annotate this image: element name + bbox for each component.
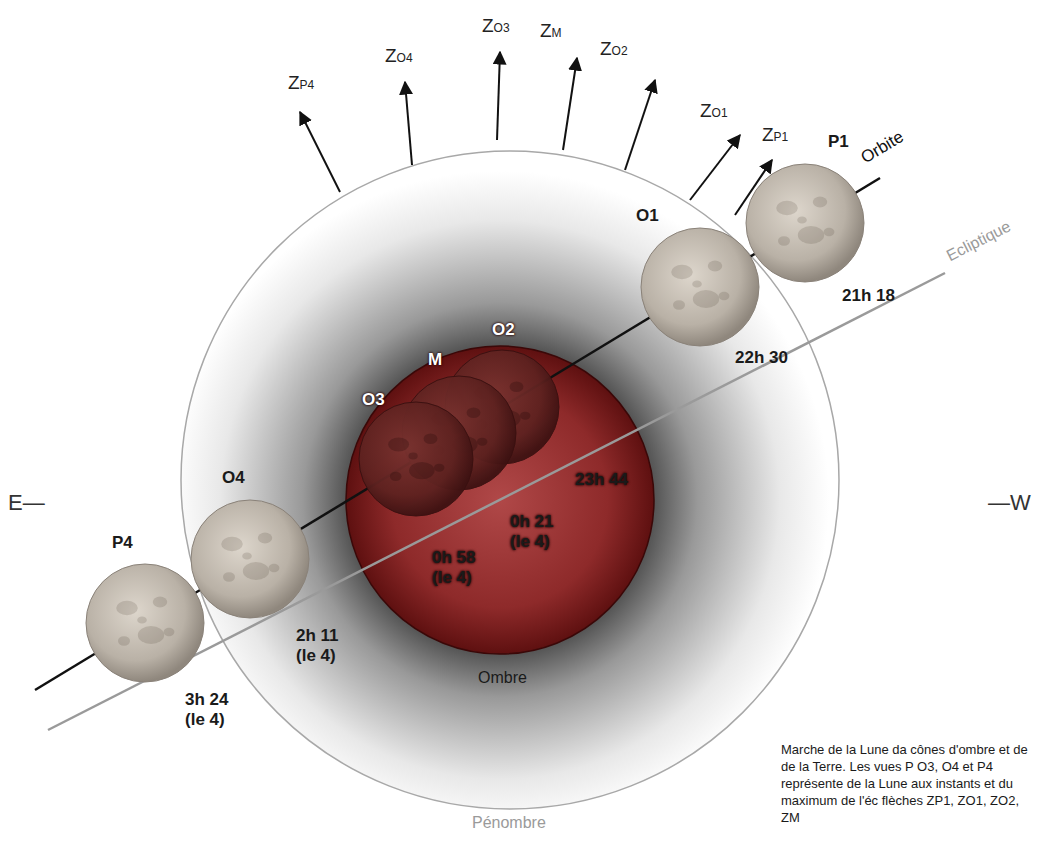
- moon-disc: O30h 58 (le 4): [358, 401, 474, 517]
- zenith-label: ZM: [540, 20, 562, 43]
- zenith-arrows: [300, 52, 772, 215]
- position-label: M: [428, 350, 442, 370]
- ecliptic-line: [48, 273, 945, 730]
- time-label: 22h 30: [735, 348, 797, 368]
- position-label: O2: [492, 320, 515, 340]
- direction-label: E—: [8, 490, 45, 516]
- time-label: 3h 24 (le 4): [185, 690, 247, 731]
- region-label: Ombre: [478, 668, 527, 687]
- moon-disc: P43h 24 (le 4): [85, 563, 205, 683]
- zenith-label: ZO3: [482, 15, 510, 38]
- circle-outline: [640, 227, 760, 347]
- position-label: P4: [112, 533, 133, 553]
- position-label: O1: [636, 206, 659, 226]
- zenith-label: ZO1: [700, 100, 728, 123]
- zenith-label: ZP4: [288, 72, 314, 95]
- moon-disc: O42h 11 (le 4): [190, 499, 310, 619]
- orbit-label: Orbite: [857, 127, 907, 168]
- circle-outline: [358, 401, 474, 517]
- penumbra-region: PénombreOmbreO223h 44M0h 21 (le 4)O30h 5…: [180, 150, 840, 810]
- ecliptic-label: Ecliptique: [943, 217, 1014, 266]
- position-label: P1: [828, 132, 849, 152]
- moon-disc: P121h 18: [745, 163, 865, 283]
- circle-outline: [85, 563, 205, 683]
- circle-outline: [745, 163, 865, 283]
- time-label: 23h 44: [575, 470, 637, 490]
- time-label: 0h 21 (le 4): [510, 512, 572, 553]
- zenith-label: ZO2: [600, 38, 628, 61]
- orbit-line: [35, 178, 880, 690]
- time-label: 21h 18: [842, 286, 904, 306]
- zenith-label: ZO4: [385, 45, 413, 68]
- time-label: 2h 11 (le 4): [296, 626, 358, 667]
- figure-caption: Marche de la Lune da cônes d'ombre et de…: [781, 742, 1036, 826]
- region-label: Pénombre: [472, 813, 546, 832]
- direction-label: —W: [988, 490, 1031, 516]
- position-label: O3: [362, 390, 385, 410]
- moon-disc: O122h 30: [640, 227, 760, 347]
- circle-outline: [190, 499, 310, 619]
- zenith-label: ZP1: [762, 124, 788, 147]
- position-label: O4: [222, 468, 245, 488]
- time-label: 0h 58 (le 4): [432, 548, 494, 589]
